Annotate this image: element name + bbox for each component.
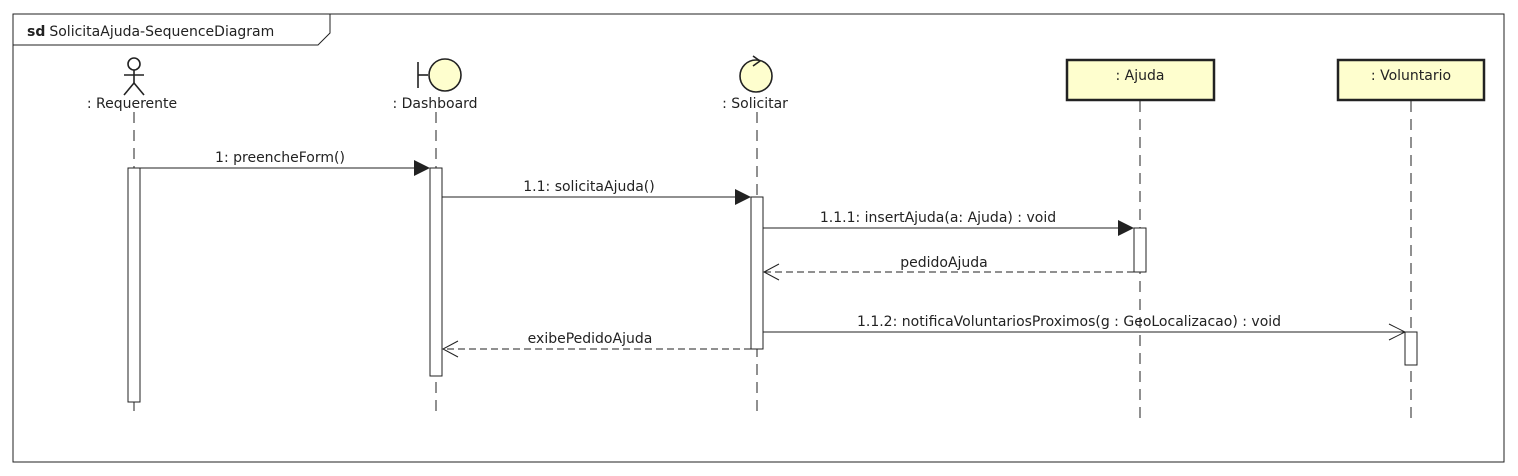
activation-bar-ajuda [1133,227,1147,273]
participant-label: : Requerente [87,96,177,112]
message-preencheform: 1: preencheForm() [140,150,430,176]
message-solicitaajuda: 1.1: solicitaAjuda() [442,179,751,205]
participant-voluntario: : Voluntario [1336,58,1486,102]
message-exibepedidoajuda: exibePedidoAjuda [441,331,751,358]
participant-box [1336,58,1486,102]
participant-label: : Voluntario [1371,68,1451,84]
participant-label: : Dashboard [392,96,477,112]
frame-title-tab [13,14,331,46]
arrow-head-filled-icon [735,189,751,205]
message-label: 1: preencheForm() [215,150,345,166]
participant-box [1065,58,1216,102]
message-pedidoajuda: pedidoAjuda [762,255,1134,281]
activation-bar-dashboard [429,167,443,377]
activation-bar-requerente [127,167,141,403]
actor-icon [123,57,145,96]
participant-label: : Ajuda [1116,68,1165,84]
arrow-head-filled-icon [414,160,430,176]
diagram-frame [12,13,1505,463]
message-insertajuda: 1.1.1: insertAjuda(a: Ajuda) : void [763,210,1134,236]
participant-label: : Solicitar [722,96,788,112]
message-label: exibePedidoAjuda [528,331,653,347]
participant-solicitar: : Solicitar [722,55,788,112]
message-label: 1.1.2: notificaVoluntariosProximos(g : G… [857,314,1281,330]
arrow-head-open-icon [441,340,459,358]
activation-bar-solicitar [750,196,764,350]
control-icon [739,55,773,93]
frame-name: SolicitaAjuda-SequenceDiagram [49,24,274,40]
arrow-head-filled-icon [1118,220,1134,236]
arrow-head-open-icon [762,263,780,281]
frame-keyword: sd [27,24,45,40]
boundary-icon [417,58,462,92]
message-label: 1.1.1: insertAjuda(a: Ajuda) : void [820,210,1056,226]
message-label: pedidoAjuda [900,255,988,271]
message-notificavoluntarios: 1.1.2: notificaVoluntariosProximos(g : G… [763,314,1407,341]
arrow-head-open-icon [1388,323,1407,341]
participant-ajuda: : Ajuda [1065,58,1216,102]
activation-bar-voluntario [1404,331,1418,366]
message-label: 1.1: solicitaAjuda() [523,179,654,195]
participant-dashboard: : Dashboard [392,58,478,112]
participant-requerente: : Requerente [87,57,177,112]
